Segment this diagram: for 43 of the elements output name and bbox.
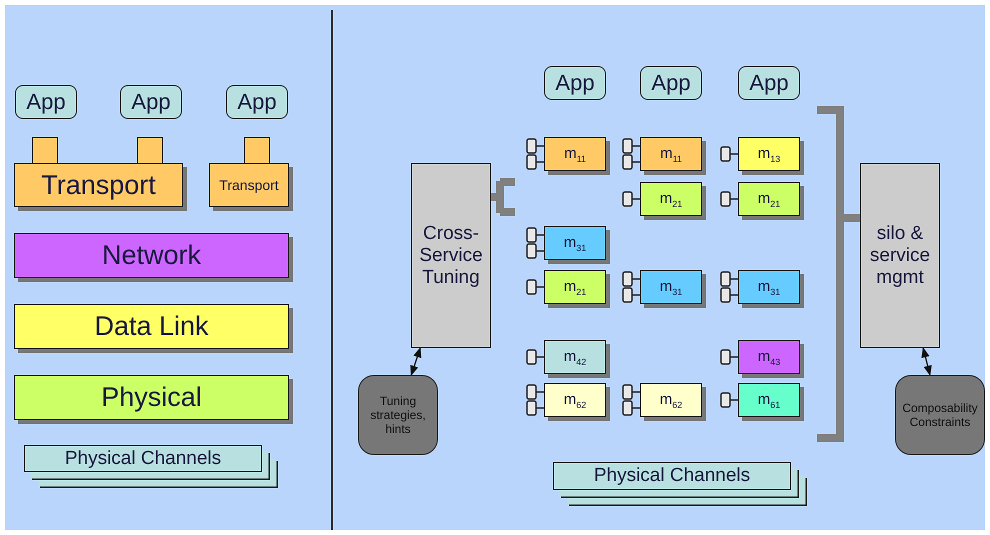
module-label: m$_{21}$ <box>564 278 586 296</box>
box-label: App <box>131 89 171 115</box>
box-label: App <box>555 70 595 96</box>
arrow <box>921 347 932 376</box>
module-label: m$_{42}$ <box>564 348 586 366</box>
box-label: App <box>237 89 277 115</box>
box-label: Data Link <box>94 311 209 342</box>
box-label: Cross-Service Tuning <box>418 222 484 288</box>
box-label: Tuning strategies, hints <box>369 394 427 436</box>
box-label: App <box>651 70 691 96</box>
module-label: m$_{11}$ <box>660 144 682 164</box>
module-label: m$_{21}$ <box>660 190 682 208</box>
module-label: m$_{11}$ <box>564 144 586 164</box>
module-label: m$_{13}$ <box>758 144 780 164</box>
box-label: silo & service mgmt <box>868 222 932 288</box>
note-box <box>895 375 985 455</box>
app-box <box>120 85 182 119</box>
box-label: Transport <box>41 170 156 200</box>
app-box <box>15 85 77 119</box>
box-label: Composability Constraints <box>901 401 979 429</box>
app-box <box>544 66 606 100</box>
box-label: Transport <box>219 177 279 193</box>
module-label: m$_{62}$ <box>660 390 682 410</box>
box-label: App <box>26 89 66 115</box>
module-label: m$_{43}$ <box>758 348 780 366</box>
arrow <box>410 347 422 376</box>
box-label: Physical Channels <box>64 448 222 470</box>
module-label: m$_{21}$ <box>758 190 780 208</box>
box-label: Physical <box>101 382 202 413</box>
app-box <box>738 66 800 100</box>
app-box <box>640 66 702 100</box>
box-label: Physical Channels <box>594 465 750 487</box>
service-box <box>860 163 940 348</box>
note-box <box>358 375 438 455</box>
app-box <box>226 85 288 119</box>
module-label: m$_{62}$ <box>564 390 586 410</box>
module-label: m$_{61}$ <box>758 390 780 410</box>
module-label: m$_{31}$ <box>758 278 780 296</box>
module-label: m$_{31}$ <box>564 234 586 252</box>
service-box <box>411 163 491 348</box>
box-label: App <box>749 70 789 96</box>
module-label: m$_{31}$ <box>660 278 682 296</box>
box-label: Network <box>102 240 202 271</box>
